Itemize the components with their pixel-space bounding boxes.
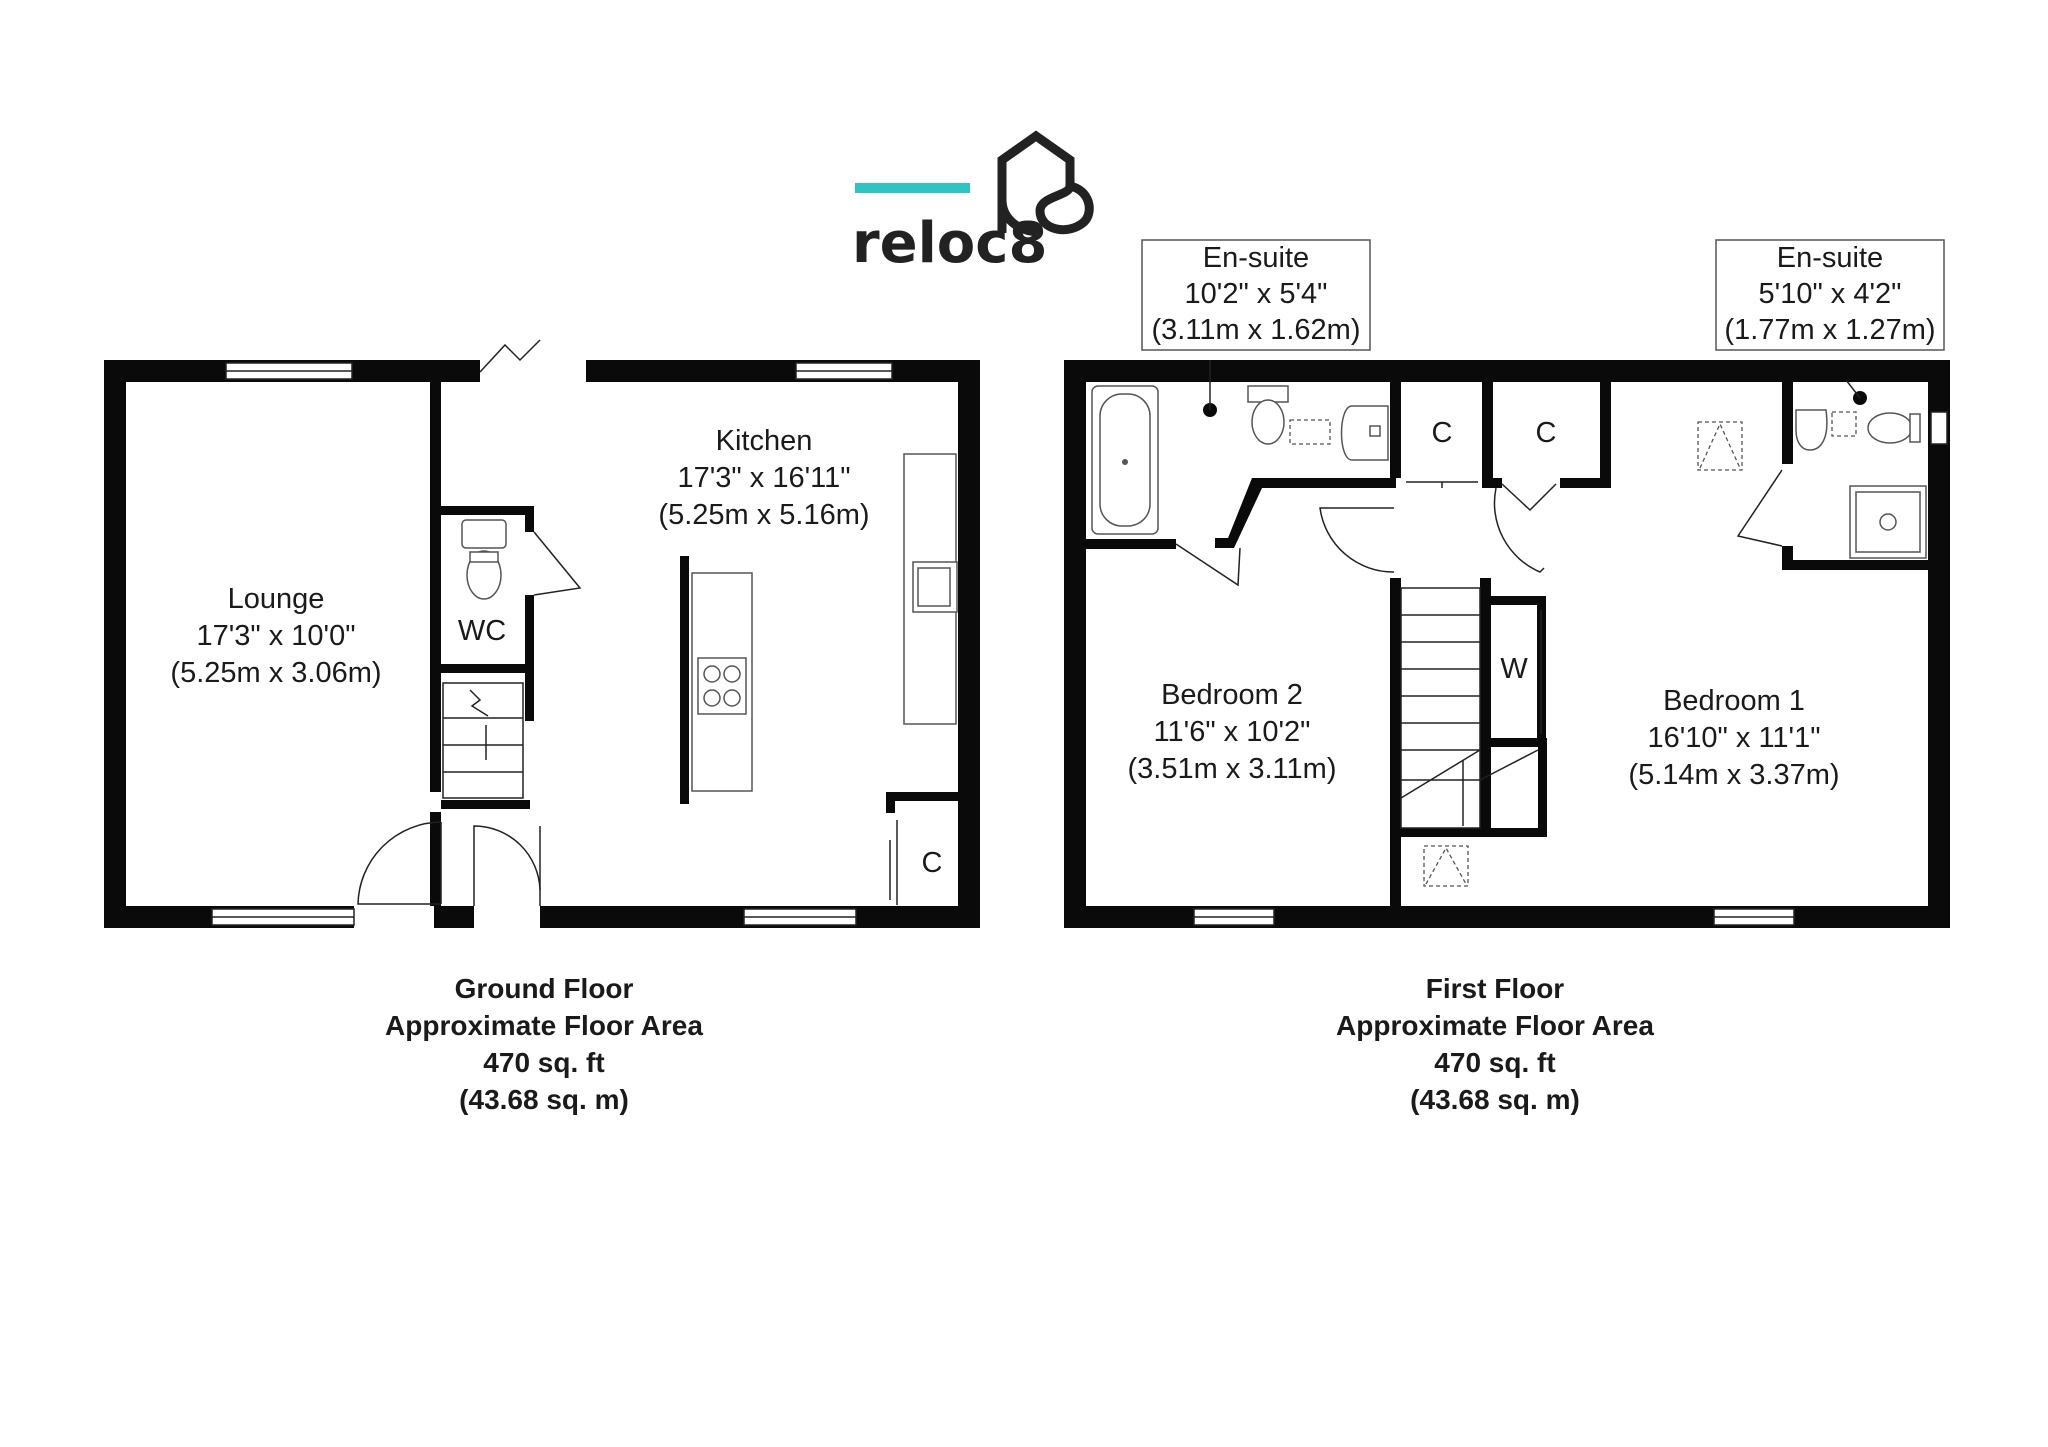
- room-dimensions-metric: (3.51m x 3.11m): [1128, 753, 1337, 785]
- caption-area-metric: (43.68 sq. m): [459, 1084, 629, 1115]
- first-stairs: [1400, 587, 1539, 829]
- caption-area-label: Approximate Floor Area: [1336, 1010, 1654, 1041]
- ground-floor-plan: Lounge 17'3" x 10'0" (5.25m x 3.06m) Kit…: [104, 339, 980, 928]
- room-name: Lounge: [228, 583, 325, 615]
- room-wardrobe: W: [1500, 653, 1528, 685]
- caption-floor-name: First Floor: [1426, 973, 1565, 1004]
- room-dimensions-imperial: 17'3" x 16'11": [677, 462, 850, 494]
- house-infinity-icon: [997, 130, 1094, 237]
- room-dimensions-metric: (5.25m x 5.16m): [658, 499, 869, 531]
- logo-accent-bar: [855, 183, 970, 193]
- caption-floor-name: Ground Floor: [455, 973, 634, 1004]
- ensuite-1-callout-box: [1141, 239, 1371, 351]
- room-cupboard-2: C: [1536, 417, 1557, 449]
- first-fixtures: [1091, 360, 1927, 887]
- room-cupboard-1: C: [1432, 417, 1453, 449]
- room-dimensions-imperial: 11'6" x 10'2": [1154, 716, 1311, 748]
- room-kitchen: Kitchen 17'3" x 16'11" (5.25m x 5.16m): [658, 425, 869, 531]
- room-dimensions-metric: (5.25m x 3.06m): [170, 657, 381, 689]
- room-ensuite-1: En-suite 10'2" x 5'4" (3.11m x 1.62m): [1152, 242, 1361, 346]
- ground-floor-caption: Ground Floor Approximate Floor Area 470 …: [385, 973, 703, 1115]
- room-dimensions-metric: (3.11m x 1.62m): [1152, 314, 1361, 346]
- caption-area-imperial: 470 sq. ft: [483, 1047, 604, 1078]
- room-wc: WC: [458, 615, 506, 647]
- caption-area-label: Approximate Floor Area: [385, 1010, 703, 1041]
- brand-logo: reloc8: [852, 130, 1094, 276]
- room-name: Bedroom 1: [1663, 685, 1805, 717]
- room-name: Bedroom 2: [1161, 679, 1303, 711]
- room-dimensions-imperial: 5'10" x 4'2": [1759, 278, 1902, 310]
- first-floor-caption: First Floor Approximate Floor Area 470 s…: [1336, 973, 1654, 1115]
- room-dimensions-imperial: 17'3" x 10'0": [196, 620, 355, 652]
- first-windows: [1193, 411, 1948, 926]
- room-ensuite-2: En-suite 5'10" x 4'2" (1.77m x 1.27m): [1724, 242, 1935, 346]
- caption-area-imperial: 470 sq. ft: [1434, 1047, 1555, 1078]
- room-name: En-suite: [1203, 242, 1309, 274]
- room-dimensions-imperial: 10'2" x 5'4": [1185, 278, 1328, 310]
- room-dimensions-imperial: 16'10" x 11'1": [1647, 722, 1820, 754]
- first-floor-plan: En-suite 10'2" x 5'4" (3.11m x 1.62m) En…: [1064, 239, 1950, 928]
- ground-doors: [357, 339, 898, 906]
- room-dimensions-metric: (5.14m x 3.37m): [1628, 759, 1839, 791]
- room-lounge: Lounge 17'3" x 10'0" (5.25m x 3.06m): [170, 583, 381, 689]
- room-name: En-suite: [1777, 242, 1883, 274]
- first-doors: [1175, 469, 1783, 734]
- ground-fixtures: [461, 453, 958, 792]
- room-dimensions-metric: (1.77m x 1.27m): [1724, 314, 1935, 346]
- ground-windows: [211, 362, 893, 926]
- caption-area-metric: (43.68 sq. m): [1410, 1084, 1580, 1115]
- ensuite-2-callout-box: [1715, 239, 1945, 351]
- room-bedroom-2: Bedroom 2 11'6" x 10'2" (3.51m x 3.11m): [1128, 679, 1337, 785]
- room-cupboard: C: [922, 847, 943, 879]
- room-bedroom-1: Bedroom 1 16'10" x 11'1" (5.14m x 3.37m): [1628, 685, 1839, 791]
- ground-stairs: [442, 682, 524, 799]
- room-name: Kitchen: [716, 425, 813, 457]
- logo-wordmark: reloc8: [852, 211, 1047, 276]
